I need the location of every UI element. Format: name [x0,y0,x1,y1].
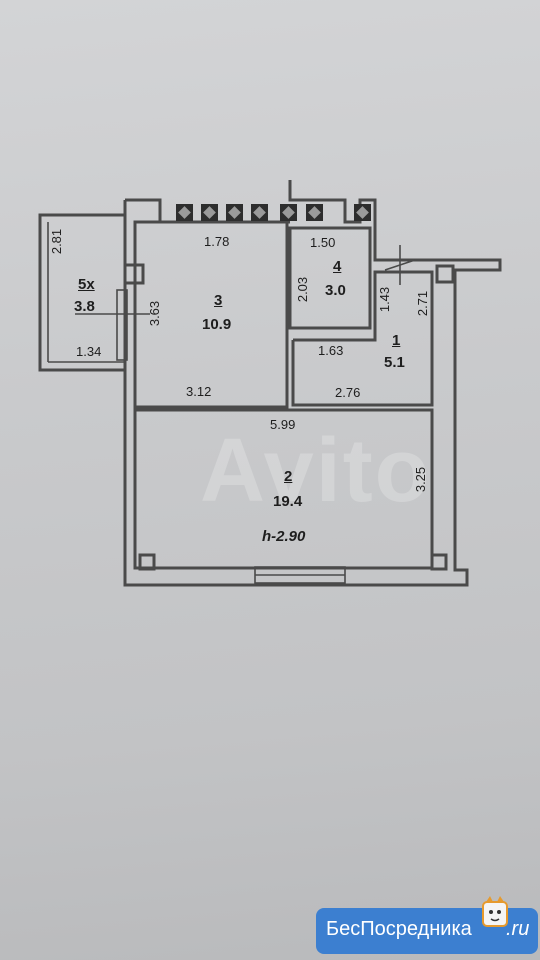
column [123,263,145,285]
dim-bath-height: 2.03 [295,276,311,303]
dim-kitchen-bottom: 3.12 [186,384,212,399]
bath-room [288,226,372,330]
room-area-2: 19.4 [273,493,303,510]
banner-suffix: .ru [506,918,530,940]
column [138,553,156,571]
dim-living-width: 5.99 [270,417,296,432]
room-area-3: 10.9 [202,316,232,333]
dim-bath-top: 1.50 [310,235,336,250]
outer-wall [123,180,502,587]
dim-kitchen-top: 1.78 [204,234,230,249]
column [435,264,455,284]
banner-text[interactable]: БесПосредника [326,918,472,940]
ceiling-height: h-2.90 [262,528,306,545]
fox-logo-icon [482,896,508,927]
vent-shafts [176,204,371,221]
watermark-text: Avito [200,421,432,521]
room-area-4: 3.0 [325,282,346,299]
dim-balcony-height: 2.81 [49,228,65,255]
room-number-3: 3 [214,292,223,309]
room-number-2: 2 [284,468,293,485]
dim-hall-height-left: 1.43 [377,286,393,313]
leader-line [384,259,416,271]
dim-hall-mid: 1.63 [318,343,344,358]
dim-kitchen-height: 3.63 [147,300,163,327]
room-area-1: 5.1 [384,354,405,371]
column [430,553,448,571]
dim-living-height: 3.25 [413,466,429,493]
living-room [133,408,434,570]
balcony-door [116,289,128,361]
dim-hall-height-right: 2.71 [415,290,431,317]
dim-balcony-width: 1.34 [76,344,102,359]
room-number-4: 4 [333,258,342,275]
room-number-1: 1 [392,332,401,349]
balcony-wall [38,213,125,372]
room-number-5: 5х [78,276,95,293]
room-area-5: 3.8 [74,298,95,315]
hall-room [291,270,434,407]
dim-hall-bottom: 2.76 [335,385,361,400]
